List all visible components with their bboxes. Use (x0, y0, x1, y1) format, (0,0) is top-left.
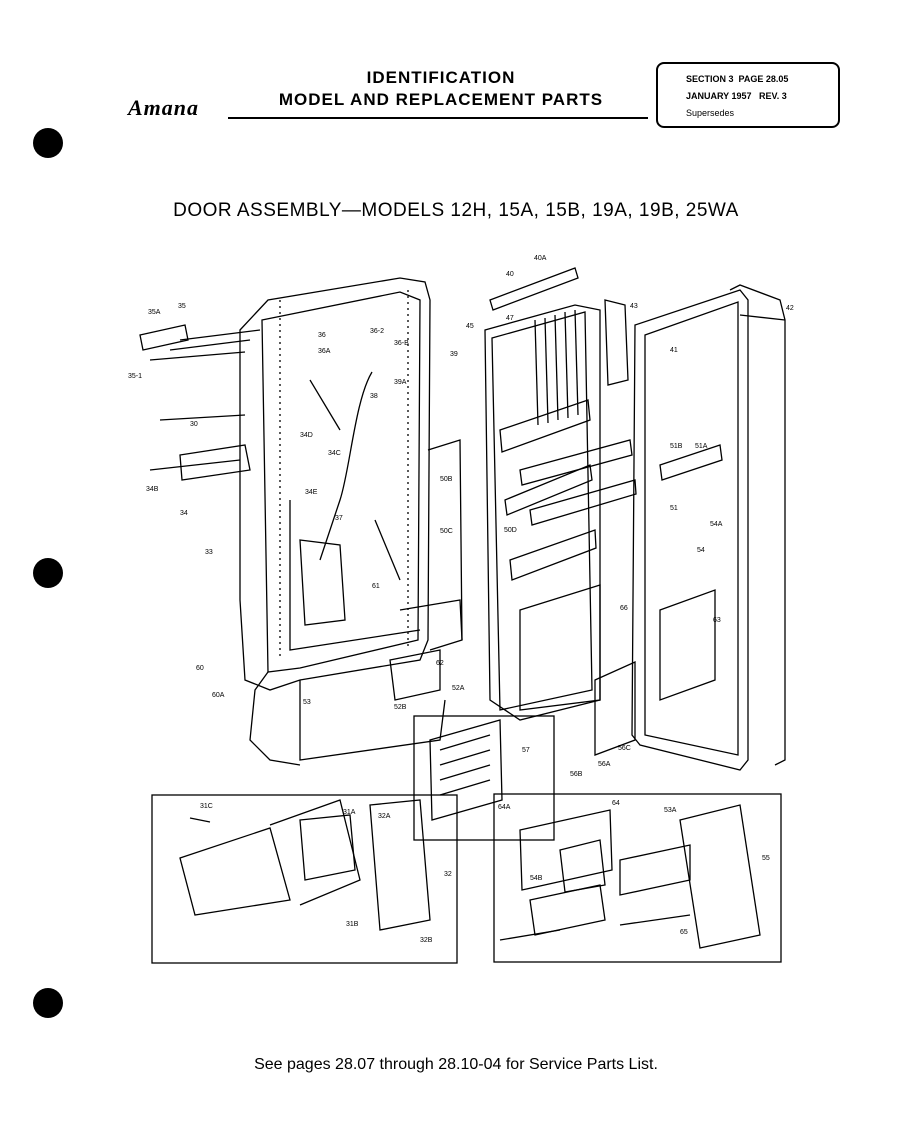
supersedes-label: Supersedes (686, 108, 735, 118)
header-identification: IDENTIFICATION (366, 68, 516, 87)
callout-50D: 50D (504, 527, 517, 534)
callout-50C: 50C (440, 528, 453, 535)
callout-64A: 64A (498, 804, 511, 811)
callout-34D: 34D (300, 432, 313, 439)
callout-60A: 60A (212, 692, 225, 699)
footer-note: See pages 28.07 through 28.10-04 for Ser… (254, 1056, 658, 1073)
callout-63: 63 (713, 617, 721, 624)
callout-51: 51 (670, 505, 678, 512)
callout-52A: 52A (452, 685, 465, 692)
date-label: JANUARY 1957 (686, 91, 752, 101)
callout-39A: 39A (394, 379, 407, 386)
callout-40A: 40A (534, 255, 547, 262)
binder-hole-top (33, 128, 63, 158)
callout-32: 32 (444, 871, 452, 878)
callout-35: 35 (178, 303, 186, 310)
callout-56A: 56A (598, 761, 611, 768)
callout-66: 66 (620, 605, 628, 612)
callout-34B: 34B (146, 486, 159, 493)
callout-54: 54 (697, 547, 705, 554)
rev-label: REV. 3 (759, 91, 787, 101)
callout-45: 45 (466, 323, 474, 330)
callout-43: 43 (630, 303, 638, 310)
binder-hole-middle (33, 558, 63, 588)
brand-logo: Amana (128, 95, 200, 120)
section-label: SECTION 3 (686, 74, 734, 84)
callout-55: 55 (762, 855, 770, 862)
header-model-parts: MODEL AND REPLACEMENT PARTS (278, 90, 604, 109)
callout-54B: 54B (530, 875, 543, 882)
callout-51B: 51B (670, 443, 683, 450)
callout-61: 61 (372, 583, 380, 590)
binder-hole-bottom (33, 988, 63, 1018)
callout-33: 33 (205, 549, 213, 556)
diagram-title: DOOR ASSEMBLY—MODELS 12H, 15A, 15B, 19A,… (173, 200, 739, 221)
section-box: SECTION 3 PAGE 28.05 JANUARY 1957 REV. 3… (656, 62, 840, 128)
callout-62: 62 (436, 660, 444, 667)
brand-rule (228, 117, 648, 119)
callout-42: 42 (786, 305, 794, 312)
callout-32B: 32B (420, 937, 433, 944)
door-gasket-frame (631, 284, 786, 771)
callout-47: 47 (506, 315, 514, 322)
callout-36-2: 36-2 (370, 328, 384, 335)
callout-32A: 32A (378, 813, 391, 820)
callout-36-B: 36-B (394, 340, 409, 347)
callout-60: 60 (196, 665, 204, 672)
callout-53A: 53A (664, 807, 677, 814)
callout-34E: 34E (305, 489, 318, 496)
callout-35A: 35A (148, 309, 161, 316)
callout-56B: 56B (570, 771, 583, 778)
callout-31B: 31B (346, 921, 359, 928)
inner-liner (484, 304, 601, 721)
callout-64: 64 (612, 800, 620, 807)
callout-39: 39 (450, 351, 458, 358)
callout-34: 34 (180, 510, 188, 517)
callout-52B: 52B (394, 704, 407, 711)
callout-38: 38 (370, 393, 378, 400)
callout-51A: 51A (695, 443, 708, 450)
callout-31A: 31A (343, 809, 356, 816)
callout-57: 57 (522, 747, 530, 754)
callout-35-1: 35-1 (128, 373, 142, 380)
callout-34C: 34C (328, 450, 341, 457)
callout-65: 65 (680, 929, 688, 936)
callout-30: 30 (190, 421, 198, 428)
callout-54A: 54A (710, 521, 723, 528)
callout-56C: 56C (618, 745, 631, 752)
callout-41: 41 (670, 347, 678, 354)
callout-40: 40 (506, 271, 514, 278)
callout-53: 53 (303, 699, 311, 706)
callout-36A: 36A (318, 348, 331, 355)
door-outer-shell (239, 277, 446, 766)
page-label: PAGE 28.05 (738, 74, 789, 84)
callout-31C: 31C (200, 803, 213, 810)
callout-36: 36 (318, 332, 326, 339)
callout-50B: 50B (440, 476, 453, 483)
callout-37: 37 (335, 515, 343, 522)
